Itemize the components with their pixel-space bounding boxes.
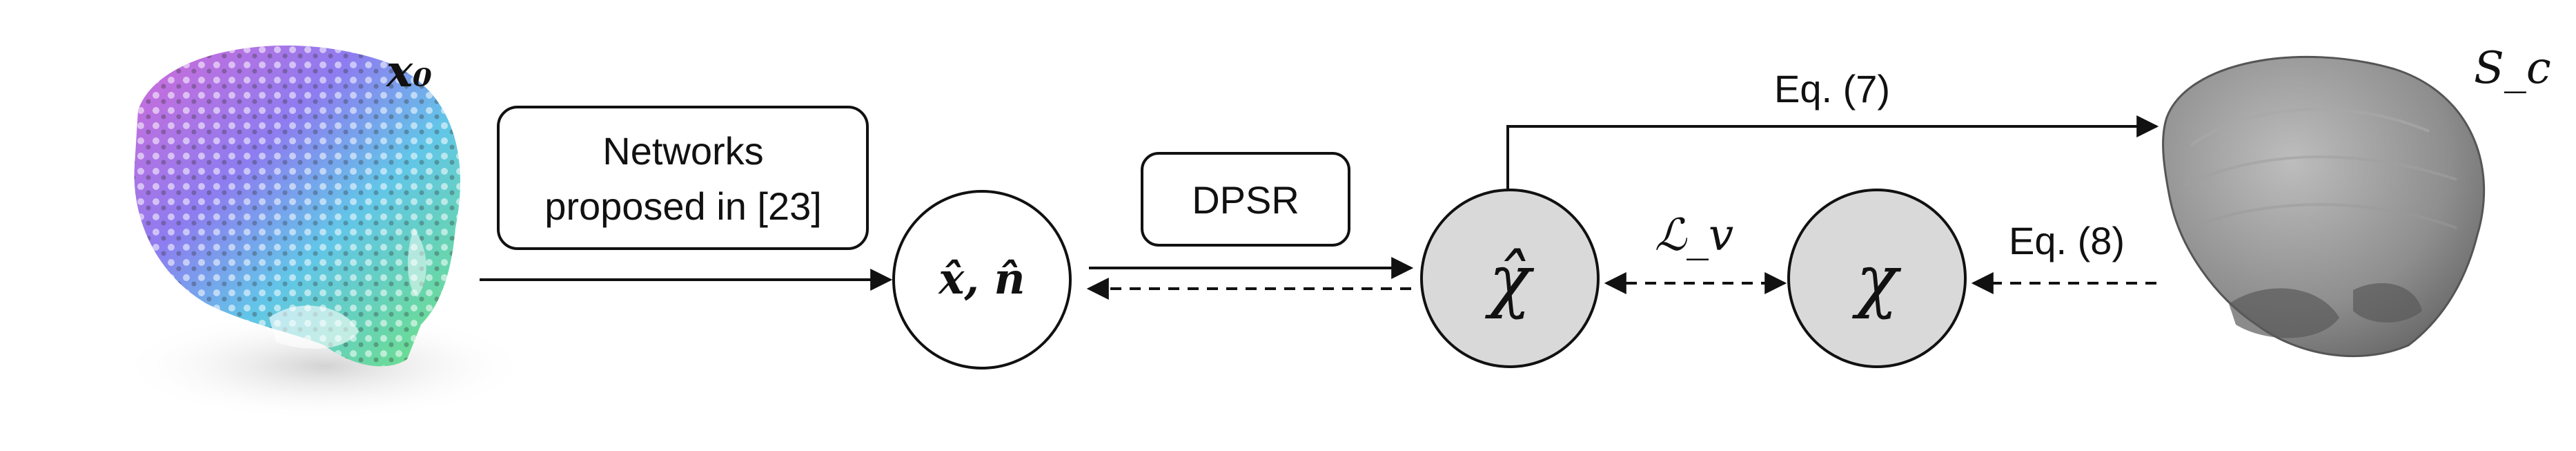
node-xn-label: x̂, n̂	[937, 253, 1025, 304]
node-chi-label: χ	[1852, 240, 1902, 320]
mesh-skull-image	[2162, 55, 2486, 358]
networks-box	[497, 106, 869, 250]
networks-box-line1: Networks	[602, 129, 763, 173]
node-chi-hat	[1420, 189, 1600, 368]
eq7-label: Eq. (7)	[1774, 67, 1890, 111]
sc-label: S_c	[2474, 43, 2551, 94]
node-chi-hat-label: χ̂	[1485, 240, 1535, 320]
loss-label: ℒ_v	[1655, 210, 1733, 261]
point-cloud-skull-image	[117, 45, 531, 421]
node-xn	[892, 190, 1072, 370]
dpsr-box-label: DPSR	[1192, 178, 1299, 222]
dpsr-box	[1141, 152, 1350, 247]
eq8-label: Eq. (8)	[2009, 219, 2125, 262]
x0-label: 𝒙₀	[385, 46, 432, 97]
networks-box-line2: proposed in [23]	[544, 184, 822, 228]
arrow-eq7	[1506, 115, 2159, 190]
node-chi	[1787, 189, 1967, 368]
